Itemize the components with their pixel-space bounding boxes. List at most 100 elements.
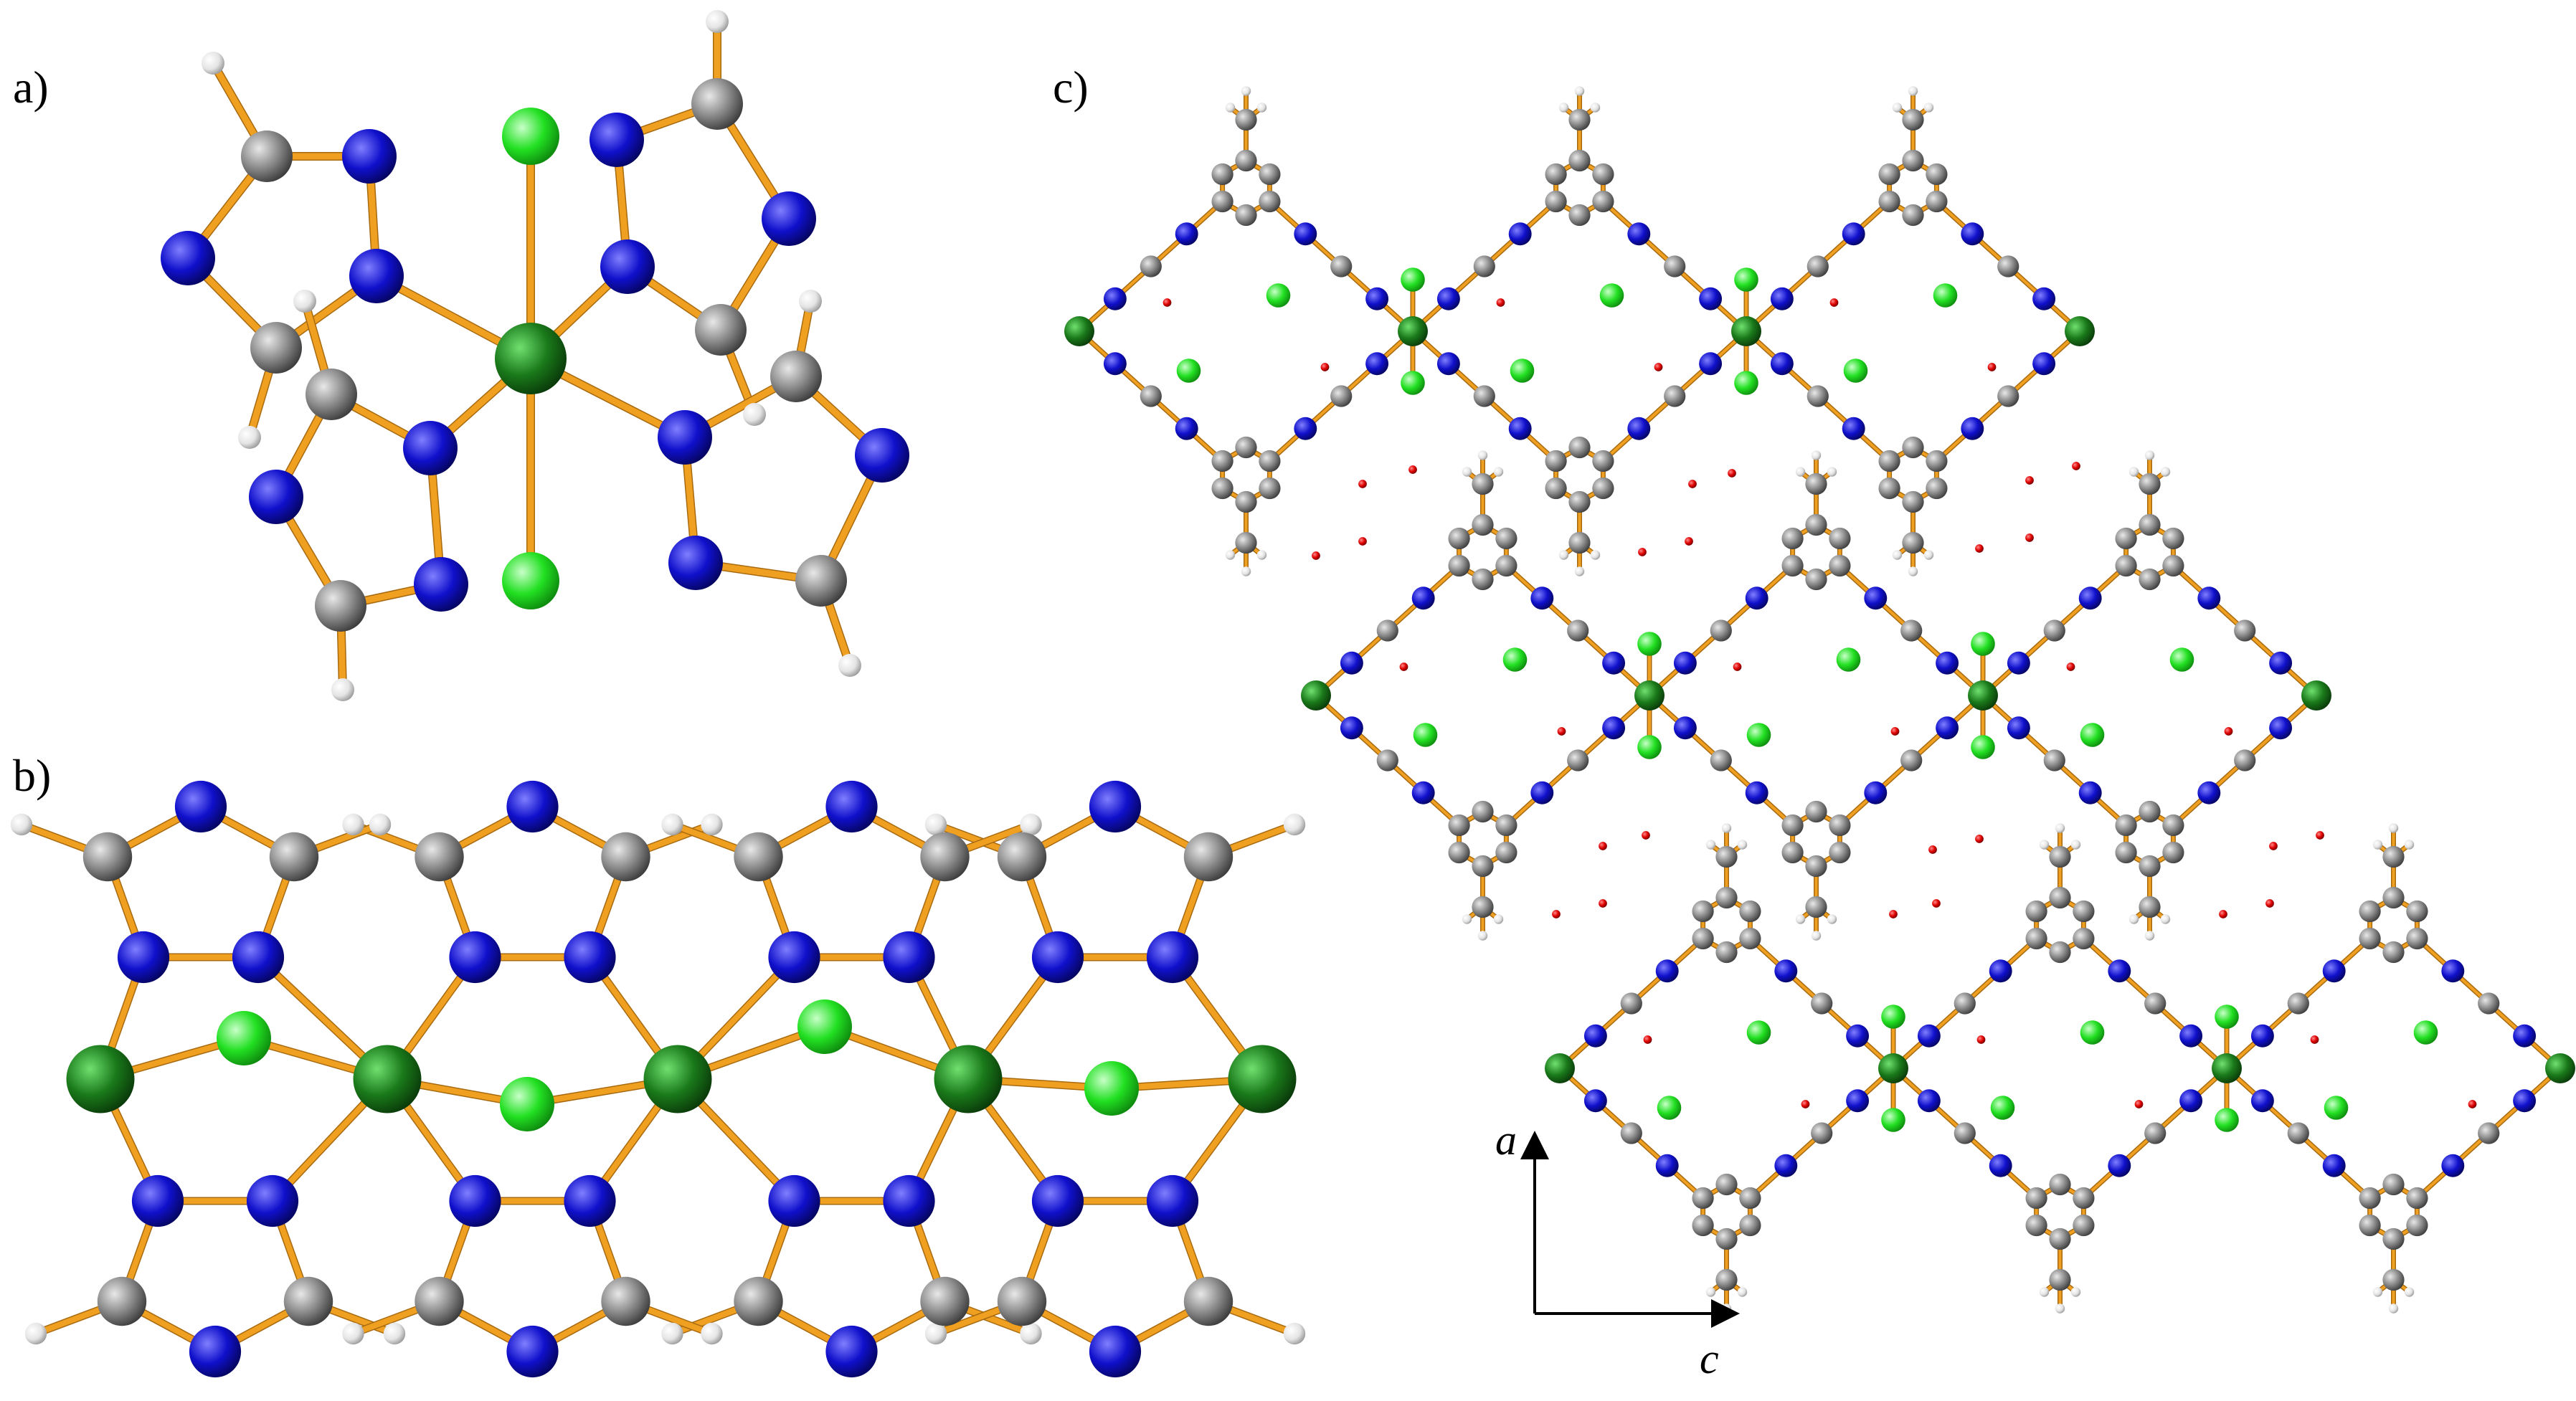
carbon-atom [2406,1214,2428,1237]
carbon-atom [1472,896,1494,918]
carbon-atom [2115,527,2137,550]
oxygen-atom [2316,831,2324,840]
oxygen-atom [2025,476,2034,485]
nitrogen-atom [1602,716,1626,740]
carbon-atom [269,832,319,882]
nitrogen-atom [1655,959,1679,983]
nitrogen-atom [506,780,559,833]
hydrogen-atom [1283,813,1306,836]
axis-indicator: a c [1495,1116,1740,1382]
carbon-atom [2406,900,2428,923]
hydrogen-atom [1892,550,1903,560]
carbon-atom [1448,841,1470,864]
nitrogen-atom [1655,1154,1679,1177]
nitrogen-atom [1089,1325,1142,1378]
nitrogen-atom [1508,417,1532,440]
nitrogen-atom [1175,222,1198,246]
nitrogen-atom [825,780,878,833]
nitrogen-atom [1846,1024,1870,1048]
nitrogen-atom [1530,781,1554,804]
hydrogen-atom [342,813,364,836]
carbon-atom [920,1276,970,1326]
carbon-atom [1259,477,1281,500]
chloride-atom [217,1011,271,1065]
carbon-atom [1781,527,1804,550]
carbon-atom [1781,841,1804,864]
carbon-atom [306,369,357,420]
oxygen-atom [1987,363,1997,371]
chloride-atom [2169,647,2194,672]
nitrogen-atom [2179,1089,2203,1113]
hydrogen-atom [1493,914,1504,924]
hydrogen-atom [2388,823,2399,833]
panel-label-b: b) [13,750,52,801]
hydrogen-atom [2039,1287,2050,1297]
carbon-atom [1545,190,1567,213]
hydrogen-atom [2039,840,2050,850]
nitrogen-atom [855,428,909,483]
oxygen-atom [2310,1035,2319,1044]
carbon-atom [1259,190,1281,213]
carbon-atom [2162,527,2184,550]
hydrogen-atom [1908,86,1918,96]
carbon-atom [1140,255,1162,277]
carbon-atom [1568,531,1591,554]
hydrogen-atom [2372,840,2383,850]
chloride-atom [1734,267,1758,292]
carbon-atom [1495,841,1517,864]
hydrogen-atom [369,813,392,836]
oxygen-atom [1889,910,1898,918]
nitrogen-atom [249,470,303,524]
hydrogen-atom [1705,840,1716,850]
carbon-atom [1926,477,1948,500]
nitrogen-atom [2078,586,2102,610]
hydrogen-atom [1462,914,1472,924]
chloride-atom [1881,1108,1905,1132]
nitrogen-atom [1146,931,1199,984]
carbon-atom [1692,1187,1714,1210]
carbon-atom [1592,477,1614,500]
carbon-atom [1715,1227,1738,1250]
carbon-atom [1781,814,1804,837]
nitrogen-atom [1917,1089,1941,1113]
hydrogen-atom [1493,467,1504,477]
nitrogen-atom [2513,1024,2537,1048]
carbon-atom [1805,855,1827,878]
carbon-atom [601,1276,650,1326]
hydrogen-atom [1241,566,1251,576]
carbon-atom [1739,1214,1761,1237]
nitrogen-atom [1627,222,1651,246]
carbon-atom [2287,992,2309,1015]
metal-atom [2545,1053,2575,1083]
carbon-atom [1448,527,1470,550]
oxygen-atom [1801,1100,1810,1108]
carbon-atom [1902,108,1924,131]
hydrogen-atom [2128,914,2139,924]
chloride-atom [1990,1096,2015,1120]
carbon-atom [97,1276,147,1326]
hydrogen-atom [1811,450,1822,460]
nitrogen-atom [768,931,820,984]
hydrogen-atom [1256,550,1267,560]
nitrogen-atom [2269,651,2293,675]
nitrogen-atom [1530,586,1554,610]
carbon-atom [1902,436,1924,459]
carbon-atom [2049,1227,2071,1250]
nitrogen-atom [1103,287,1127,310]
nitrogen-atom [1917,1024,1941,1048]
hydrogen-atom [661,813,683,836]
carbon-atom [2406,927,2428,950]
chloride-atom [1637,735,1662,759]
carbon-atom [2382,886,2405,909]
metal-atom [643,1045,712,1113]
nitrogen-atom [883,931,935,984]
chloride-atom [1933,283,1958,308]
oxygen-atom [2224,727,2233,736]
axis-c-label: c [1700,1335,1719,1382]
hydrogen-atom [2055,1303,2065,1314]
hydrogen-atom [2144,931,2155,941]
hydrogen-atom [924,1322,947,1345]
chloride-atom [2215,1108,2239,1132]
carbon-atom [2073,1214,2095,1237]
nitrogen-atom [1583,1089,1607,1113]
